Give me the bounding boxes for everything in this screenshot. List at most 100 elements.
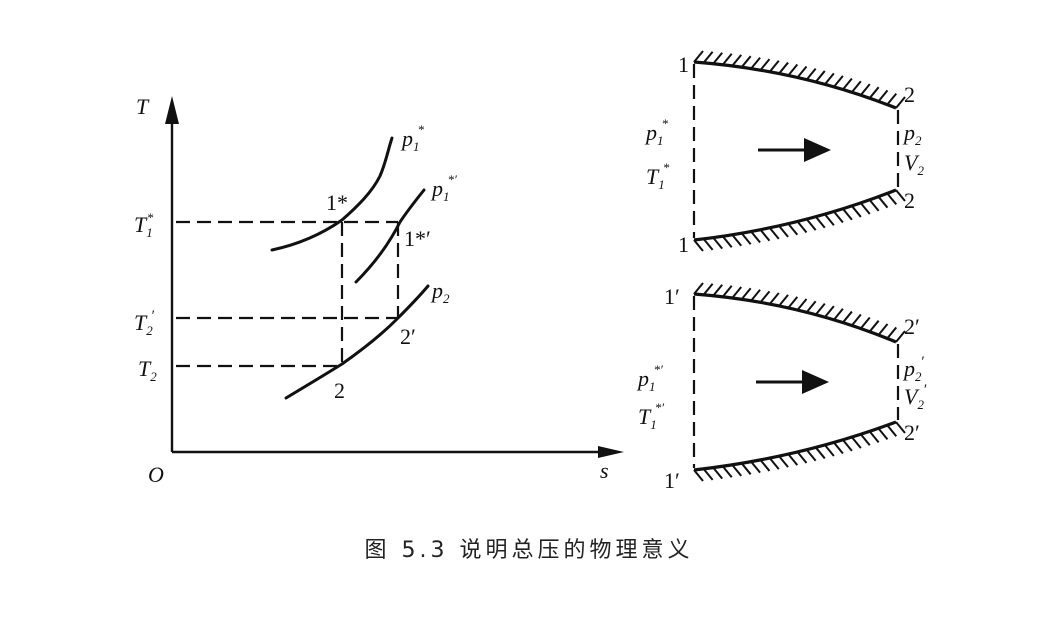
nozzle-top-inlet-bottom-label: 1 <box>678 232 689 257</box>
wall-hatch-mark <box>824 305 835 318</box>
wall-hatch-mark <box>731 464 742 477</box>
nozzle-top: 1 1 2 2 p1* T1* p2 V2 <box>644 50 924 257</box>
wall-hatch-mark <box>868 430 880 444</box>
wall-hatch-mark <box>759 290 771 303</box>
wall-hatch-mark <box>895 96 906 109</box>
wall-hatch-mark <box>740 55 752 68</box>
wall-hatch-mark <box>759 58 771 71</box>
wall-hatch-mark <box>693 282 704 295</box>
nozzle-bottom-upper-hatching <box>693 282 906 343</box>
wall-hatch-mark <box>824 72 835 85</box>
wall-hatch-mark <box>868 86 880 99</box>
wall-hatch-mark <box>787 63 799 77</box>
figure-caption: 图 5.3 说明总压的物理意义 <box>364 538 694 563</box>
curve-label-p1-star: p1* <box>400 122 425 154</box>
wall-hatch-mark <box>815 446 826 460</box>
nozzle-bottom-inlet-pressure: p1*′ <box>636 362 663 394</box>
wall-hatch-mark <box>842 439 853 452</box>
origin-label: O <box>148 462 164 487</box>
wall-hatch-mark <box>851 313 862 327</box>
wall-hatch-mark <box>731 286 742 299</box>
nozzle-bottom-exit-bottom-label: 2′ <box>904 420 920 445</box>
wall-hatch-mark <box>750 289 761 302</box>
nozzle-bottom-upper-wall <box>693 292 897 344</box>
nozzle-bottom-exit-velocity: V2′ <box>904 382 927 412</box>
wall-hatch-mark <box>805 218 817 231</box>
wall-hatch-mark <box>886 192 898 206</box>
wall-hatch-mark <box>824 213 835 226</box>
curve-label-p2: p2 <box>430 278 450 306</box>
wall-hatch-mark <box>833 308 844 321</box>
wall-hatch-mark <box>731 234 742 247</box>
isobar-p1-star <box>270 136 394 252</box>
wall-hatch-mark <box>721 53 733 66</box>
wall-hatch-mark <box>805 300 817 313</box>
wall-hatch-mark <box>851 80 862 93</box>
nozzle-top-exit-velocity: V2 <box>904 150 924 178</box>
nozzle-top-upper-hatching <box>693 50 906 109</box>
wall-hatch-mark <box>842 77 853 91</box>
wall-hatch-mark <box>851 205 862 218</box>
nozzle-top-exit-top-label: 2 <box>904 82 915 107</box>
wall-hatch-mark <box>712 236 723 250</box>
wall-hatch-mark <box>731 54 742 67</box>
wall-hatch-mark <box>796 65 808 79</box>
wall-hatch-mark <box>787 296 799 309</box>
wall-hatch-mark <box>740 287 752 300</box>
nozzle-top-lower-wall <box>693 188 897 242</box>
wall-hatch-mark <box>750 461 761 474</box>
t-axis-arrowhead <box>165 96 179 124</box>
s-axis-arrowhead <box>598 446 624 458</box>
wall-hatch-mark <box>868 320 880 333</box>
wall-hatch-mark <box>833 441 844 455</box>
wall-hatch-mark <box>702 51 714 64</box>
wall-hatch-mark <box>750 230 761 244</box>
isobar-p2 <box>284 284 430 400</box>
nozzle-top-inlet-pressure: p1* <box>644 116 669 148</box>
wall-hatch-mark <box>859 83 871 96</box>
nozzle-bottom-lower-hatching <box>693 421 906 482</box>
wall-hatch-mark <box>693 239 704 252</box>
wall-hatch-mark <box>740 232 752 245</box>
nozzle-top-upper-wall <box>693 60 897 110</box>
wall-hatch-mark <box>842 310 853 324</box>
wall-hatch-mark <box>768 292 780 305</box>
wall-hatch-mark <box>768 457 780 470</box>
wall-hatch-mark <box>721 285 733 298</box>
isobar-p1-star-prime <box>354 188 426 284</box>
wall-hatch-mark <box>702 238 714 251</box>
wall-hatch-mark <box>815 302 826 316</box>
point-label-1-star: 1* <box>326 190 348 215</box>
wall-hatch-mark <box>721 235 733 248</box>
t-axis-label: T <box>136 94 150 119</box>
nozzle-top-exit-bottom-label: 2 <box>904 188 915 213</box>
point-label-1-star-prime: 1*′ <box>404 226 431 251</box>
wall-hatch-mark <box>693 469 704 482</box>
wall-hatch-mark <box>859 316 871 330</box>
point-label-2-prime: 2′ <box>400 324 416 349</box>
wall-hatch-mark <box>778 455 789 468</box>
wall-hatch-mark <box>787 453 799 466</box>
s-axis-label: s <box>600 458 609 483</box>
wall-hatch-mark <box>805 449 817 462</box>
nozzle-top-inlet-top-label: 1 <box>678 52 689 77</box>
wall-hatch-mark <box>805 68 817 81</box>
wall-hatch-mark <box>740 462 752 475</box>
point-label-2: 2 <box>334 378 345 403</box>
wall-hatch-mark <box>877 323 889 336</box>
ts-diagram: T s O T1* T2′ T2 p1* p1*′ p2 1* 1*′ 2′ 2 <box>134 94 624 487</box>
wall-hatch-mark <box>712 466 723 480</box>
wall-hatch-mark <box>815 216 826 229</box>
wall-hatch-mark <box>868 199 880 212</box>
wall-hatch-mark <box>796 451 808 464</box>
wall-hatch-mark <box>877 427 889 440</box>
tick-t1-star: T1* <box>134 210 154 240</box>
wall-hatch-mark <box>815 70 826 83</box>
wall-hatch-mark <box>721 465 733 478</box>
nozzle-bottom-inlet-top-label: 1′ <box>664 284 680 309</box>
wall-hatch-mark <box>712 284 723 297</box>
wall-hatch-mark <box>851 436 862 449</box>
nozzle-bottom-lower-wall <box>693 420 897 472</box>
wall-hatch-mark <box>796 298 808 311</box>
